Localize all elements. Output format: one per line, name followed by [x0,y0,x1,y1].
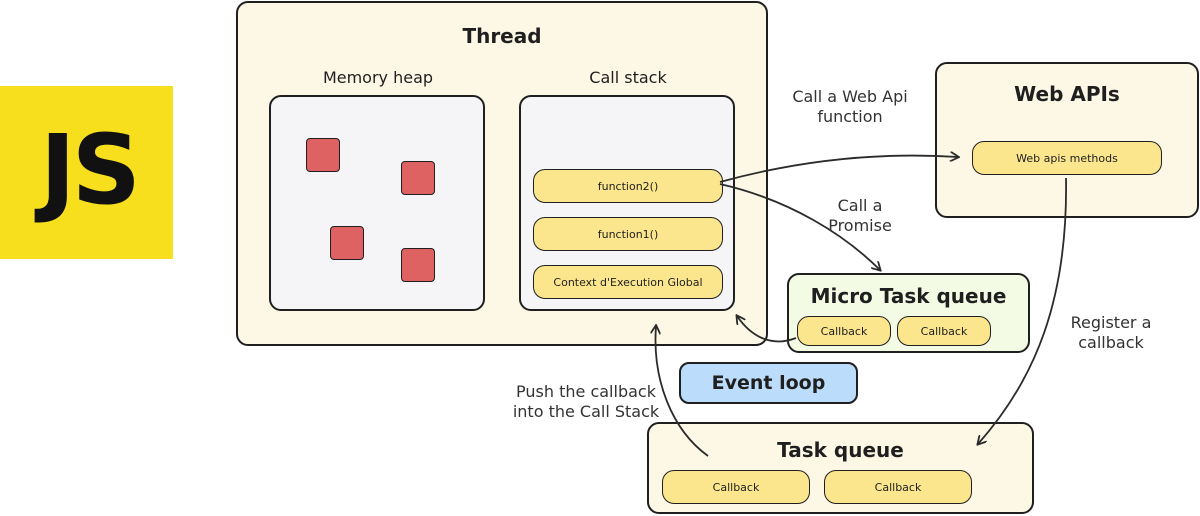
memory-heap-title: Memory heap [322,68,434,87]
label-push-callback: Push the callback into the Call Stack [512,382,660,421]
task-queue-title: Task queue [777,438,904,462]
task-queue-callback: Callback [662,470,810,504]
thread-title: Thread [462,24,542,48]
micro-task-callback: Callback [797,316,891,346]
heap-object [401,248,435,282]
micro-task-queue-title: Micro Task queue [810,284,1007,308]
heap-object [306,138,340,172]
web-apis-title: Web APIs [1014,82,1120,106]
micro-task-callback: Callback [897,316,991,346]
arrow-call-web-api [719,156,958,183]
event-loop-label: Event loop [711,372,826,394]
label-register-callback: Register a callback [1070,313,1152,352]
event-loop-badge: Event loop [679,362,858,404]
js-logo: JS [0,86,173,259]
label-call-web-api: Call a Web Api function [792,87,908,126]
arrow-micro-to-stack [737,316,797,343]
js-logo-text: JS [40,114,141,226]
call-stack-box: function2() function1() Context d'Execut… [519,95,735,311]
task-queue-callback: Callback [824,470,972,504]
arrow-call-promise [719,183,880,270]
stack-frame-global-context: Context d'Execution Global [533,265,723,299]
arrow-register-callback [978,177,1067,444]
web-apis-method: Web apis methods [972,141,1162,175]
micro-task-queue-panel: Micro Task queue Callback Callback [787,273,1030,353]
heap-object [330,226,364,260]
heap-object [401,161,435,195]
memory-heap-box [269,95,485,311]
label-call-promise: Call a Promise [828,196,892,235]
task-queue-panel: Task queue Callback Callback [647,422,1034,514]
arrow-push-callback [655,326,709,457]
web-apis-panel: Web APIs Web apis methods [935,62,1199,218]
call-stack-title: Call stack [589,68,667,87]
stack-frame-function2: function2() [533,169,723,203]
stack-frame-function1: function1() [533,217,723,251]
